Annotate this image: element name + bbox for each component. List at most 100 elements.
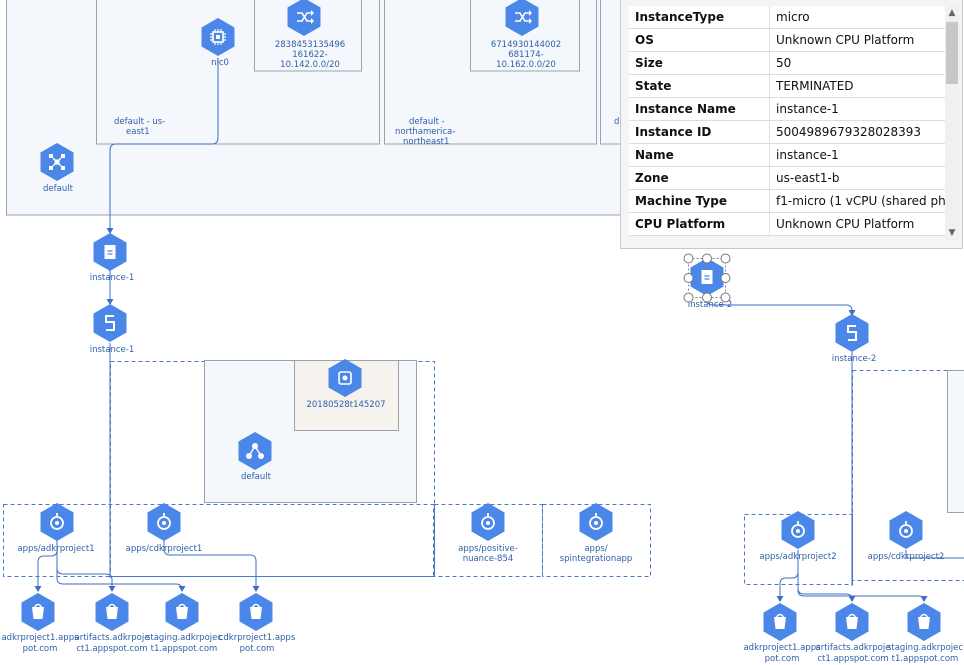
service-account-cdkrproject2[interactable] [889, 511, 923, 549]
bucket-staging1-label-line2: t1.appspot.com [151, 644, 218, 654]
bucket-staging2[interactable] [907, 603, 941, 641]
property-key: Instance Name [629, 97, 770, 121]
property-value[interactable]: TERMINATED [769, 74, 954, 98]
bucket-staging2-label-line1: staging.adkrpojec [887, 643, 963, 653]
project-node[interactable] [40, 143, 74, 181]
property-key: CPU Platform [629, 212, 770, 236]
network-east-label-line1: default - us- [114, 117, 165, 127]
app-engine-default-node[interactable] [238, 432, 272, 470]
bucket-artifacts2[interactable] [835, 603, 869, 641]
version-node[interactable] [328, 359, 362, 397]
subnet-node-2[interactable] [505, 0, 539, 36]
property-value[interactable]: us-east1-b [769, 166, 954, 190]
nic-chip-icon [210, 29, 226, 45]
instance-1-label: instance-1 [90, 273, 134, 283]
storage-bucket-icon [918, 613, 930, 629]
property-value[interactable]: 5004989679328028393 [769, 120, 954, 144]
service-account-icon [791, 521, 805, 538]
bucket-adkrproject1-label-line1: adkrproject1.apps [1, 633, 79, 643]
network-shuffle-icon [297, 10, 314, 24]
bucket-artifacts2-label-line1: artifacts.adkrpoje [816, 643, 891, 653]
disk-1-node[interactable] [93, 304, 127, 342]
subnet-2-label-line3: 10.162.0.0/20 [496, 60, 556, 70]
service-account-icon [157, 513, 171, 530]
property-value[interactable]: f1-micro (1 vCPU (shared phys [769, 189, 954, 213]
disk-2-node[interactable] [835, 314, 869, 352]
scroll-up-icon[interactable]: ▲ [948, 8, 956, 18]
bucket-adkrproject2-label-line2: pot.com [765, 654, 800, 664]
nic-label: nic0 [211, 58, 229, 68]
scroll-down-icon[interactable]: ▼ [948, 228, 956, 238]
property-key: Instance ID [629, 120, 770, 144]
storage-bucket-icon [846, 613, 858, 629]
service-account-spintegrationapp[interactable] [579, 503, 613, 541]
storage-bucket-icon [32, 603, 44, 619]
disk-1-label: instance-1 [90, 345, 134, 355]
edge-sa4-right [905, 550, 964, 559]
network-na-label-line1: default - [409, 117, 445, 127]
bucket-staging1[interactable] [165, 593, 199, 631]
subnet-1-label-line2: 161622- [292, 50, 328, 60]
bucket-artifacts1[interactable] [95, 593, 129, 631]
storage-bucket-icon [106, 603, 118, 619]
bucket-cdkrproject1[interactable] [239, 593, 273, 631]
bucket-artifacts1-label-line2: ct1.appspot.com [76, 644, 147, 654]
properties-scrollbar[interactable]: ▲ ▼ [945, 6, 959, 240]
instance-1-node[interactable] [93, 233, 127, 271]
project-hub-icon [49, 154, 65, 170]
instance-vm-icon [701, 270, 713, 284]
property-value[interactable]: 50 [769, 51, 954, 75]
instance-2-node[interactable] [690, 258, 724, 296]
property-value[interactable]: Unknown CPU Platform [769, 28, 954, 52]
service-account-positive-nuance[interactable] [471, 503, 505, 541]
edge-nic-instance1 [109, 58, 219, 232]
service-account-adkrproject1-label: apps/adkrproject1 [17, 544, 94, 554]
service-account-adkrproject1[interactable] [40, 503, 74, 541]
service-accounts-dashed-3[interactable] [542, 504, 651, 577]
edge-sa2-bucket4 [163, 540, 257, 590]
subnet-2-label-line1: 6714930144002 [491, 40, 561, 50]
bucket-adkrproject1-label-line2: pot.com [23, 644, 58, 654]
persistent-disk-icon [105, 315, 115, 331]
network-cut-label: d [614, 117, 619, 127]
app-version-icon [338, 371, 352, 385]
property-value[interactable]: Unknown CPU Platform [769, 212, 954, 236]
service-account-cdkrproject1[interactable] [147, 503, 181, 541]
property-value[interactable]: instance-1 [769, 143, 954, 167]
bucket-staging1-label-line1: staging.adkrpojec [146, 633, 222, 643]
app-engine-default-icon [246, 443, 264, 459]
bucket-adkrproject2-label-line1: adkrproject1.apps [743, 643, 821, 653]
service-accounts-dashed-1[interactable] [3, 504, 434, 577]
storage-bucket-icon [774, 613, 786, 629]
selection-handles[interactable] [683, 253, 731, 303]
persistent-disk-icon [847, 325, 857, 341]
subnet-node-1[interactable] [287, 0, 321, 36]
scrollbar-thumb[interactable] [946, 22, 958, 84]
service-account-spin-label-line2: spintegrationapp [560, 554, 633, 564]
property-value[interactable]: instance-1 [769, 97, 954, 121]
bucket-adkrproject1[interactable] [21, 593, 55, 631]
bucket-artifacts2-label-line2: ct1.appspot.com [817, 654, 888, 664]
service-account-spin-label-line1: apps/ [584, 544, 607, 554]
bucket-cdkrproject1-label-line2: pot.com [240, 644, 275, 654]
service-account-adkrproject2[interactable] [781, 511, 815, 549]
property-value[interactable]: micro [769, 6, 954, 29]
app-engine-default-container-2[interactable] [947, 370, 964, 513]
nic-node[interactable] [201, 18, 235, 56]
bucket-adkrproject2[interactable] [763, 603, 797, 641]
service-account-icon [50, 513, 64, 530]
subnet-2-label-line2: 681174- [508, 50, 544, 60]
service-account-cdkrproject2-label: apps/cdkrproject2 [868, 552, 945, 562]
